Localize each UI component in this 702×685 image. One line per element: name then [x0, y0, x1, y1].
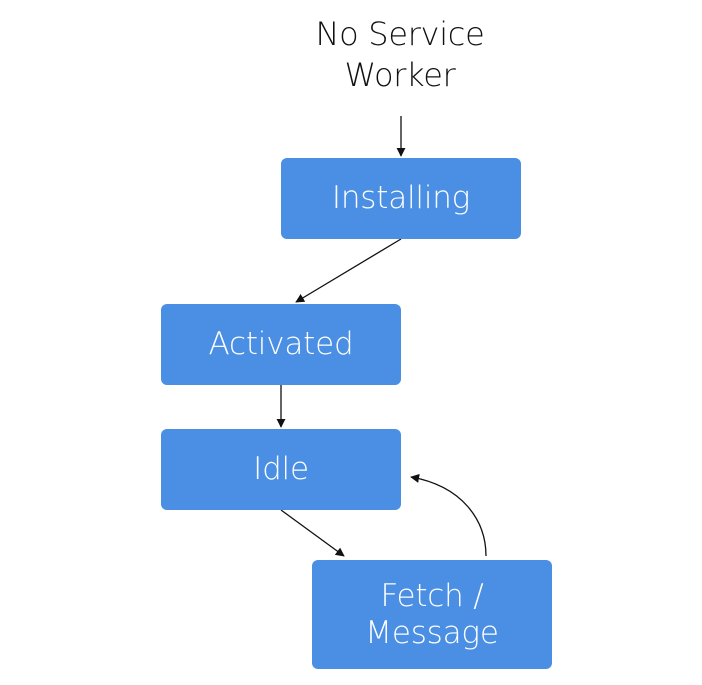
state-fetch-line1: Fetch /: [380, 577, 484, 614]
state-idle: Idle: [161, 429, 401, 510]
state-installing-label: Installing: [331, 180, 471, 216]
state-activated: Activated: [161, 304, 401, 385]
no-service-worker-line1: No Service: [315, 15, 485, 53]
state-installing: Installing: [281, 158, 521, 239]
state-idle-label: Idle: [253, 451, 309, 487]
state-fetch-line2: Message: [365, 614, 499, 651]
state-activated-label: Activated: [208, 326, 354, 362]
arrow-idle-to-fetch: [280, 509, 345, 557]
no-service-worker-label: No Service Worker: [250, 14, 550, 96]
state-fetch-message: Fetch / Message: [312, 560, 552, 669]
no-service-worker-line2: Worker: [344, 56, 456, 94]
arrow-installing-to-activated: [295, 238, 402, 303]
arrow-fetch-to-idle: [410, 473, 487, 557]
